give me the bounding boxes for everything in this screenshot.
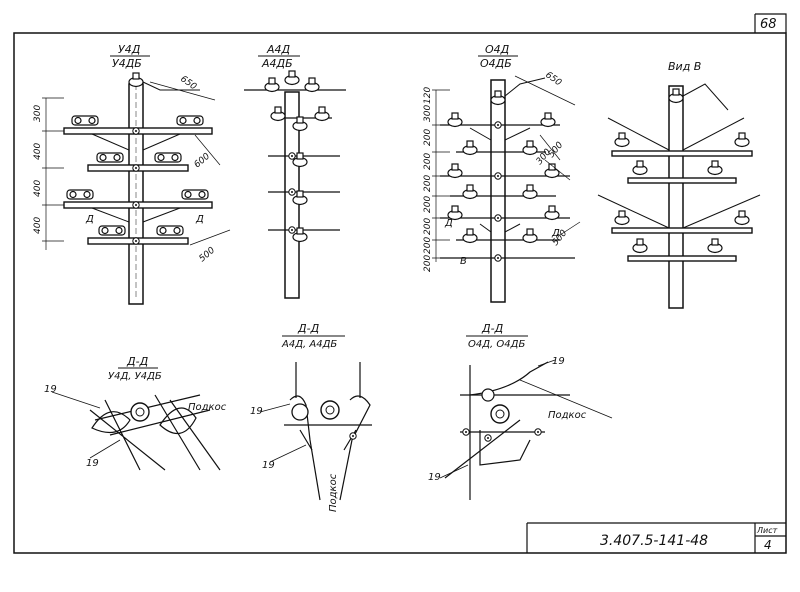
dim-u4d-300: 300 <box>33 105 43 122</box>
sheet-number: 4 <box>764 538 772 552</box>
label-o4d-podkos: Подкос <box>548 410 587 421</box>
sec-o4d-left: Д <box>444 218 453 229</box>
dim-o4d-300: 300 <box>423 105 433 122</box>
view-o4d-title: О4Д <box>485 43 510 56</box>
dim-o4d-200g: 200 <box>423 255 433 272</box>
dim-o4d-200f: 200 <box>423 237 433 254</box>
view-a4d: А4Д А4ДБ <box>244 43 346 299</box>
section-a4d-subtitle: А4Д, А4ДБ <box>281 339 337 350</box>
dim-o4d-200d: 200 <box>423 196 433 213</box>
dim-o4d-200e: 200 <box>423 218 433 235</box>
callout-u4d-a: 19 <box>44 384 57 395</box>
pole-u4d <box>128 83 144 305</box>
view-mark-o4d: В <box>460 256 467 267</box>
view-u4d-title: У4Д <box>118 43 141 56</box>
dim-o4d-200c: 200 <box>423 175 433 192</box>
braces-vid-v <box>597 83 761 229</box>
sec-u4d-left: Д <box>85 214 94 225</box>
section-u4d-subtitle: У4Д, У4ДБ <box>108 371 162 382</box>
view-u4d: У4Д У4ДБ <box>33 43 231 305</box>
dim-u4d-400c: 400 <box>33 217 43 234</box>
section-o4d: Д-Д О4Д, О4ДБ 19 19 Подкос <box>428 322 613 500</box>
pole-vid-v <box>668 85 684 309</box>
dim-o4d-200b: 200 <box>423 153 433 170</box>
dim-u4d-500: 500 <box>198 245 218 264</box>
dim-o4d-200a: 200 <box>423 129 433 146</box>
section-o4d-subtitle: О4Д, О4ДБ <box>468 339 525 350</box>
dim-o4d-650: 650 <box>543 70 563 88</box>
dim-u4d-400a: 400 <box>33 143 43 160</box>
sec-o4d-right: Д <box>551 228 560 239</box>
sheet-label: Лист <box>756 526 778 535</box>
section-a4d: Д-Д А4Д, А4ДБ 19 19 Подкос <box>250 322 372 512</box>
braces-o4d <box>469 77 546 233</box>
section-u4d: Д-Д У4Д, У4ДБ 19 19 Подкос <box>44 355 227 471</box>
doc-code: 3.407.5-141-48 <box>600 533 708 549</box>
page-number: 68 <box>760 17 777 32</box>
dim-u4d-600: 600 <box>193 151 213 170</box>
crossarms-vid-v <box>611 150 753 262</box>
callout-a4d-b: 19 <box>262 460 275 471</box>
view-a4d-subtitle: А4ДБ <box>261 57 293 70</box>
section-o4d-title: Д-Д <box>481 322 504 335</box>
dim-o4d-120: 120 <box>423 87 433 104</box>
label-a4d-podkos: Подкос <box>328 473 339 512</box>
callout-o4d-a: 19 <box>552 356 565 367</box>
callout-u4d-b: 19 <box>86 458 99 469</box>
sheet-frame: 68 <box>13 13 787 554</box>
sec-u4d-right: Д <box>195 214 204 225</box>
view-vid-v-title: Вид В <box>668 60 701 73</box>
pole-o4d <box>490 79 506 303</box>
view-u4d-subtitle: У4ДБ <box>112 57 142 70</box>
section-u4d-title: Д-Д <box>126 355 149 368</box>
dims-o4d <box>432 75 581 262</box>
section-a4d-title: Д-Д <box>297 322 320 335</box>
callout-a4d-a: 19 <box>250 406 263 417</box>
view-vid-v: Вид В <box>597 60 761 309</box>
view-a4d-title: А4Д <box>266 43 291 56</box>
view-o4d-subtitle: О4ДБ <box>480 57 512 70</box>
dims-u4d <box>42 81 231 250</box>
title-block: 3.407.5-141-48 Лист 4 <box>526 522 786 553</box>
callout-o4d-b: 19 <box>428 472 441 483</box>
braces-u4d <box>91 81 200 223</box>
label-u4d-podkos: Подкос <box>188 402 227 413</box>
view-o4d: О4Д О4ДБ <box>423 43 581 303</box>
dim-u4d-400b: 400 <box>33 180 43 197</box>
